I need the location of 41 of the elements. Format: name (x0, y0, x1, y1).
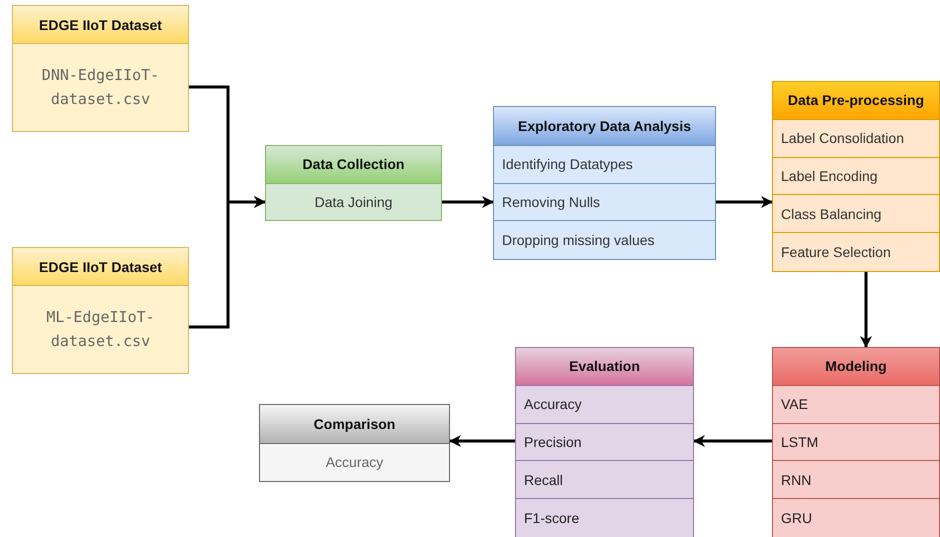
arrow (449, 435, 515, 447)
process-card (772, 81, 940, 272)
step-item: Class Balancing (773, 195, 939, 234)
arrow (189, 196, 266, 328)
process-card (515, 347, 694, 537)
card-header: EDGE IIoT Dataset (13, 248, 188, 286)
card-header: Modeling (773, 348, 939, 386)
file-name: DNN-EdgeIIoT-dataset.csv (40, 65, 160, 110)
step-item: Removing Nulls (494, 184, 715, 222)
card-header: Exploratory Data Analysis (494, 107, 715, 146)
card-header: Data Collection (266, 146, 441, 184)
process-card (12, 247, 189, 374)
step-item: Label Consolidation (773, 120, 939, 158)
arrow (860, 272, 872, 348)
step-item: Identifying Datatypes (494, 146, 715, 184)
step-item: LSTM (773, 424, 939, 462)
step-item: RNN (773, 461, 939, 500)
card-header: EDGE IIoT Dataset (13, 6, 188, 44)
step-item: F1-score (523, 509, 580, 528)
arrow (442, 196, 494, 208)
arrow (716, 196, 773, 208)
card-header: Data Pre-processing (773, 82, 939, 120)
step-item: Accuracy (324, 453, 384, 472)
process-card (265, 145, 442, 221)
step-item: Data Joining (314, 192, 394, 212)
process-card (772, 347, 940, 537)
step-item: Accuracy (516, 386, 693, 424)
step-item: Dropping missing values (501, 231, 656, 250)
file-name: ML-EdgeIIoT-dataset.csv (45, 307, 156, 352)
step-item: Label Encoding (773, 158, 939, 196)
card-header: Evaluation (516, 348, 693, 386)
process-card (12, 5, 189, 132)
process-card (493, 106, 716, 260)
process-card (259, 404, 450, 482)
step-item: Precision (516, 424, 693, 462)
card-header: Comparison (260, 405, 449, 444)
arrow (693, 435, 772, 447)
step-item: GRU (780, 509, 814, 528)
step-item: Feature Selection (780, 243, 892, 262)
step-item: VAE (773, 386, 939, 424)
step-item: Recall (516, 461, 693, 500)
